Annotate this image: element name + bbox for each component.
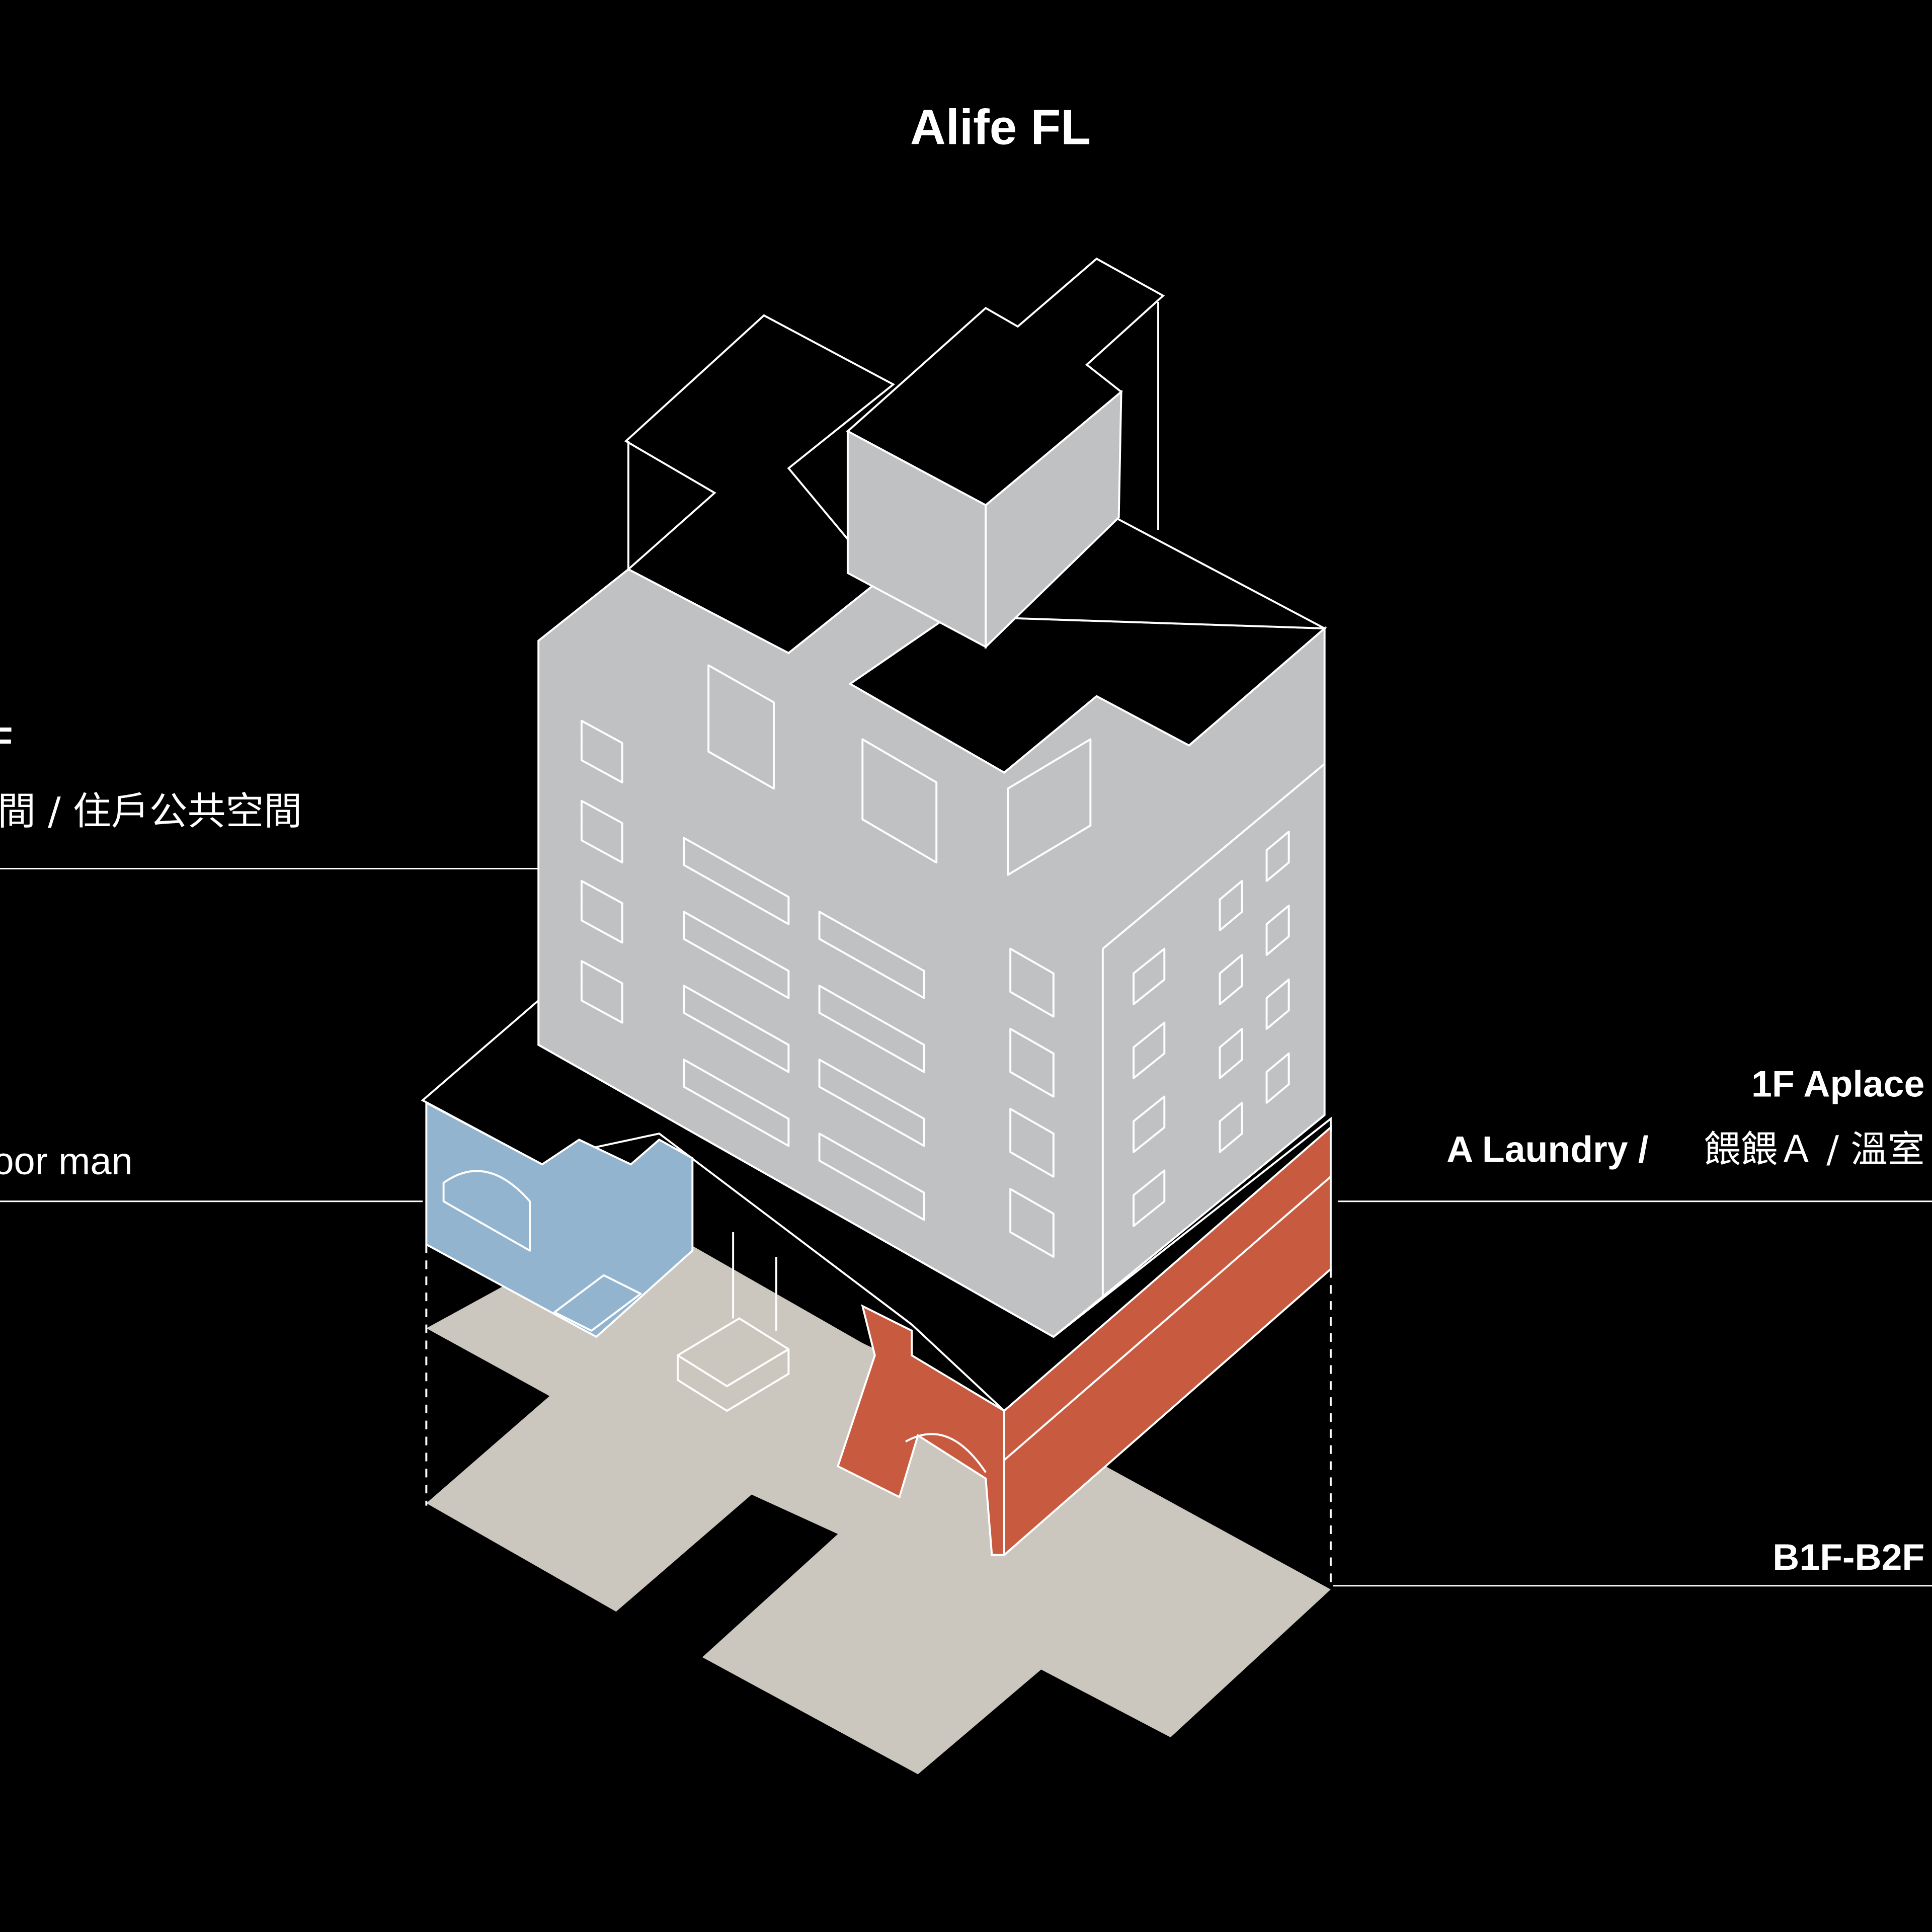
basement-floor-b1f-b2f xyxy=(426,1244,1331,1775)
center-stair xyxy=(676,1232,790,1412)
label-aplace-heading: 1F Aplace xyxy=(1751,1063,1924,1105)
balconies xyxy=(683,837,925,1221)
windows xyxy=(580,664,1290,1258)
aplace-1f xyxy=(836,1125,1332,1556)
residential-tower xyxy=(537,257,1327,1338)
label-aplace-sub-en: A Laundry / xyxy=(1446,1128,1648,1170)
ground-floor-shop-left xyxy=(425,1101,694,1338)
label-basement: B1F-B2F xyxy=(1773,1536,1924,1578)
label-lower-left: oor man xyxy=(0,1140,133,1183)
page-title: Alife FL xyxy=(910,100,1091,155)
label-aplace-sub-cjk: 餵餵Ａ / 溫室 xyxy=(1704,1128,1925,1171)
label-upper-left-sub: 間 / 住戶公共空間 xyxy=(0,789,302,833)
label-upper-left-heading: F xyxy=(0,719,13,761)
